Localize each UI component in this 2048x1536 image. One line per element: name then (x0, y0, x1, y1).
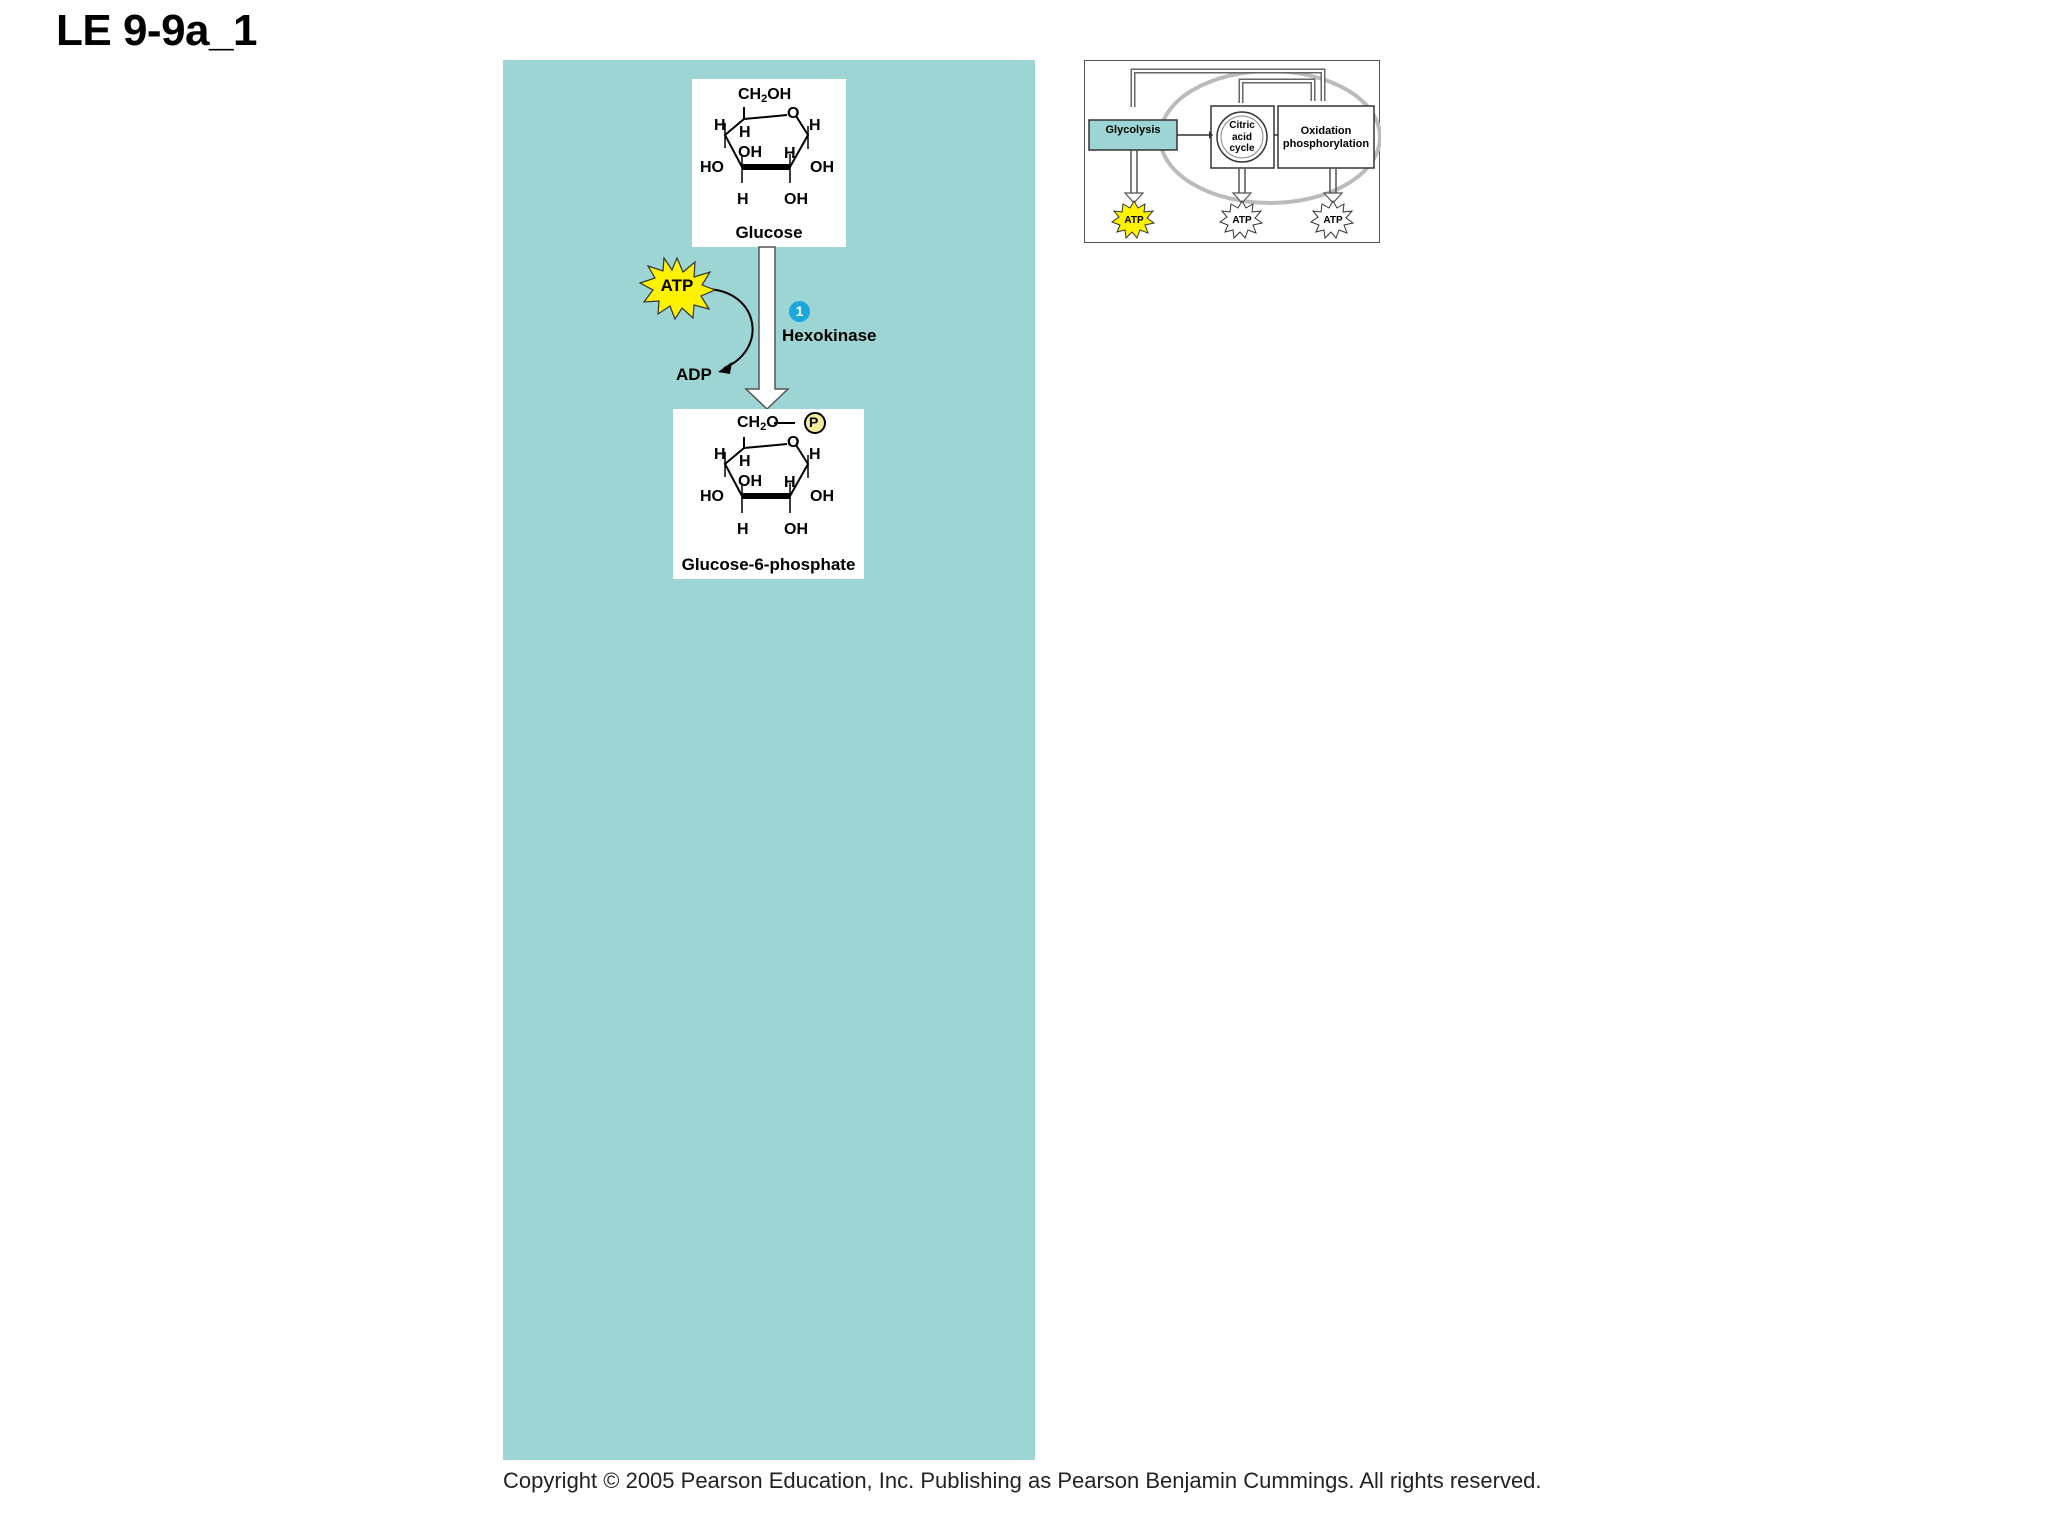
enzyme-label: Hexokinase (782, 326, 877, 345)
adp-arrowhead (718, 362, 732, 374)
h-label: H (714, 446, 726, 463)
h-label: H (737, 521, 749, 538)
adp-label: ADP (676, 365, 712, 384)
ho-label: HO (700, 159, 724, 176)
glucose-card: CH2OH O H H H OH H HO OH H OH Glucose (692, 79, 846, 247)
reaction-arrow (744, 246, 790, 411)
atp-star-icon (638, 256, 716, 320)
phosphate-label: P (809, 414, 819, 430)
glucose-6-phosphate-card: CH2O P O H H H OH H HO OH H OH Glucose-6… (673, 409, 864, 579)
atp-star-icon (1110, 199, 1156, 240)
h-label: H (784, 145, 796, 162)
respiration-overview-inset: Glycolysis Citric acid cycle Oxidation p… (1084, 60, 1381, 243)
slide-title: LE 9-9a_1 (56, 6, 257, 55)
h-label: H (739, 453, 751, 470)
atp-star-icon (1309, 199, 1355, 240)
ch2oh-group: CH2OH (738, 86, 792, 105)
h-label: H (809, 117, 821, 134)
atp-to-adp-curve (707, 288, 754, 369)
oh-label: OH (738, 473, 762, 490)
oh-label: OH (738, 144, 762, 161)
h-label: H (784, 474, 796, 491)
overview-atp-label: ATP (1124, 215, 1144, 226)
oh-label: OH (784, 521, 808, 538)
copyright-notice: Copyright © 2005 Pearson Education, Inc.… (503, 1468, 1542, 1493)
oh-label: OH (810, 159, 834, 176)
atp-label: ATP (660, 276, 694, 295)
h-label: H (737, 191, 749, 208)
glucose-ring-structure (723, 107, 810, 183)
atp-star-icon (1218, 199, 1264, 240)
glucose-6-phosphate-label: Glucose-6-phosphate (681, 555, 856, 574)
step-number-badge: 1 (789, 301, 810, 322)
h-label: H (714, 117, 726, 134)
ch2o-group: CH2O (737, 414, 779, 433)
oh-label: OH (810, 488, 834, 505)
h-label: H (739, 124, 751, 141)
overview-citric-acid-cycle-label: Citric acid cycle (1229, 120, 1255, 154)
ring-oxygen: O (787, 105, 800, 122)
overview-graphics (1088, 68, 1381, 240)
h-label: H (809, 446, 821, 463)
glucose-label: Glucose (735, 223, 803, 242)
overview-atp-label: ATP (1323, 215, 1343, 226)
g6p-ring-structure (723, 412, 826, 513)
ho-label: HO (700, 488, 724, 505)
overview-glycolysis-label: Glycolysis (1105, 124, 1161, 136)
oh-label: OH (784, 191, 808, 208)
ring-oxygen: O (787, 434, 800, 451)
overview-atp-label: ATP (1232, 215, 1252, 226)
overview-oxidation-label: Oxidation phosphorylation (1282, 125, 1370, 150)
